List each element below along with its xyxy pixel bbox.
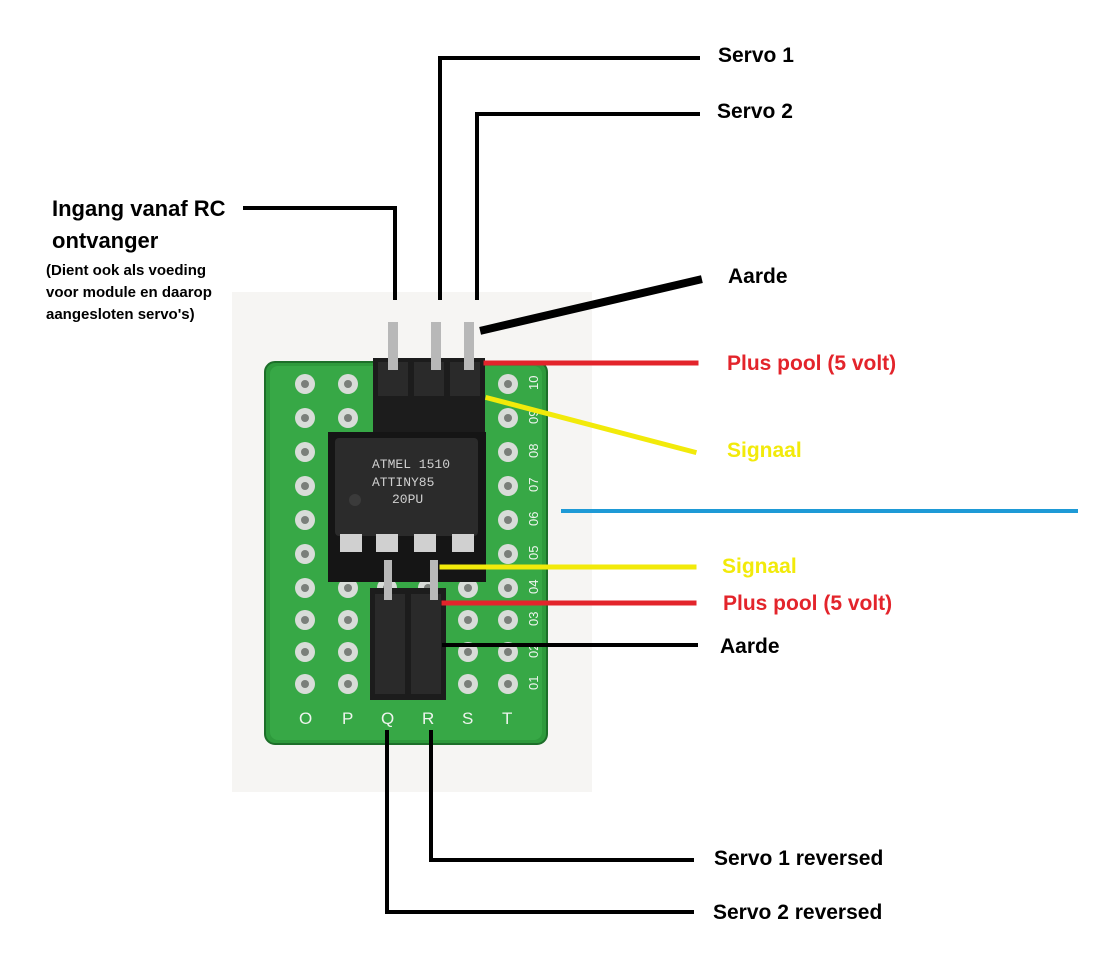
- row-number: 08: [526, 444, 541, 458]
- input-label-line1: Ingang vanaf RC: [52, 196, 226, 221]
- column-letter: R: [422, 709, 434, 728]
- pcb-hole: [464, 616, 472, 624]
- row-number: 04: [526, 580, 541, 594]
- pcb-hole: [504, 550, 512, 558]
- input-note-line1: (Dient ook als voeding: [46, 262, 207, 279]
- attiny85-chip: ATMEL 1510 ATTINY85 20PU: [328, 432, 486, 582]
- top-header-block: [373, 358, 485, 436]
- row-number: 02: [526, 644, 541, 658]
- signal-top-label: Signaal: [727, 439, 802, 462]
- pcb-hole: [464, 680, 472, 688]
- ground-top-label: Aarde: [728, 265, 788, 288]
- column-letters: O P Q R S T: [299, 709, 512, 728]
- column-letter: P: [342, 709, 353, 728]
- row-number: 06: [526, 512, 541, 526]
- column-letter: O: [299, 709, 312, 728]
- input-label-line2: ontvanger: [52, 228, 159, 253]
- input-note-line3: aangesloten servo's): [46, 306, 195, 323]
- chip-text: 20PU: [392, 492, 423, 507]
- pcb-hole: [504, 648, 512, 656]
- pcb-hole: [344, 380, 352, 388]
- pcb-hole: [301, 414, 309, 422]
- servo2-line: [475, 112, 700, 300]
- chip-text: ATMEL 1510: [372, 457, 450, 472]
- servo1-line: [438, 56, 700, 300]
- pcb-hole: [504, 380, 512, 388]
- pcb-hole: [301, 550, 309, 558]
- servo2-label: Servo 2: [717, 100, 793, 123]
- pcb-hole: [344, 584, 352, 592]
- servo2-reversed-label: Servo 2 reversed: [713, 901, 883, 924]
- pcb-hole: [301, 680, 309, 688]
- ground-bottom-label: Aarde: [720, 635, 780, 658]
- pcb-hole: [504, 680, 512, 688]
- pcb-hole: [464, 584, 472, 592]
- row-number: 01: [526, 676, 541, 690]
- pcb-hole: [301, 448, 309, 456]
- signal-bottom-label: Signaal: [722, 555, 797, 578]
- pcb-hole: [344, 616, 352, 624]
- pcb-hole: [504, 448, 512, 456]
- servo1-reversed-label: Servo 1 reversed: [714, 847, 884, 870]
- pcb-hole: [504, 482, 512, 490]
- pcb-hole: [301, 616, 309, 624]
- plus-bottom-label: Plus pool (5 volt): [723, 592, 893, 615]
- leader-lines: [243, 56, 1078, 914]
- ground-top-line: [479, 275, 703, 335]
- pcb-hole: [504, 516, 512, 524]
- row-number: 07: [526, 478, 541, 492]
- row-number: 05: [526, 546, 541, 560]
- pcb-hole: [464, 648, 472, 656]
- input-note: (Dient ook als voeding voor module en da…: [46, 260, 212, 326]
- bottom-header-block: [370, 560, 446, 700]
- plus-top-label: Plus pool (5 volt): [727, 352, 897, 375]
- servo2-reversed-line: [385, 730, 694, 914]
- signal-top-line: [484, 394, 698, 456]
- input-line: [243, 206, 397, 300]
- column-letter: Q: [381, 709, 394, 728]
- pcb-hole: [301, 380, 309, 388]
- servo1-reversed-line: [429, 730, 694, 862]
- servo1-label: Servo 1: [718, 44, 794, 67]
- chip-text: ATTINY85: [372, 475, 434, 490]
- row-number: 10: [526, 376, 541, 390]
- column-letter: T: [502, 709, 512, 728]
- pcb-hole: [504, 414, 512, 422]
- pcb-hole: [301, 648, 309, 656]
- pcb-hole: [504, 584, 512, 592]
- top-header-pins: [388, 322, 474, 370]
- input-note-line2: voor module en daarop: [46, 284, 212, 301]
- pcb-hole: [301, 584, 309, 592]
- row-number: 03: [526, 612, 541, 626]
- pcb-hole: [344, 648, 352, 656]
- pcb-hole: [344, 414, 352, 422]
- pcb-hole: [504, 616, 512, 624]
- column-letter: S: [462, 709, 473, 728]
- pcb-hole: [301, 516, 309, 524]
- pcb-hole: [301, 482, 309, 490]
- pcb-hole: [344, 680, 352, 688]
